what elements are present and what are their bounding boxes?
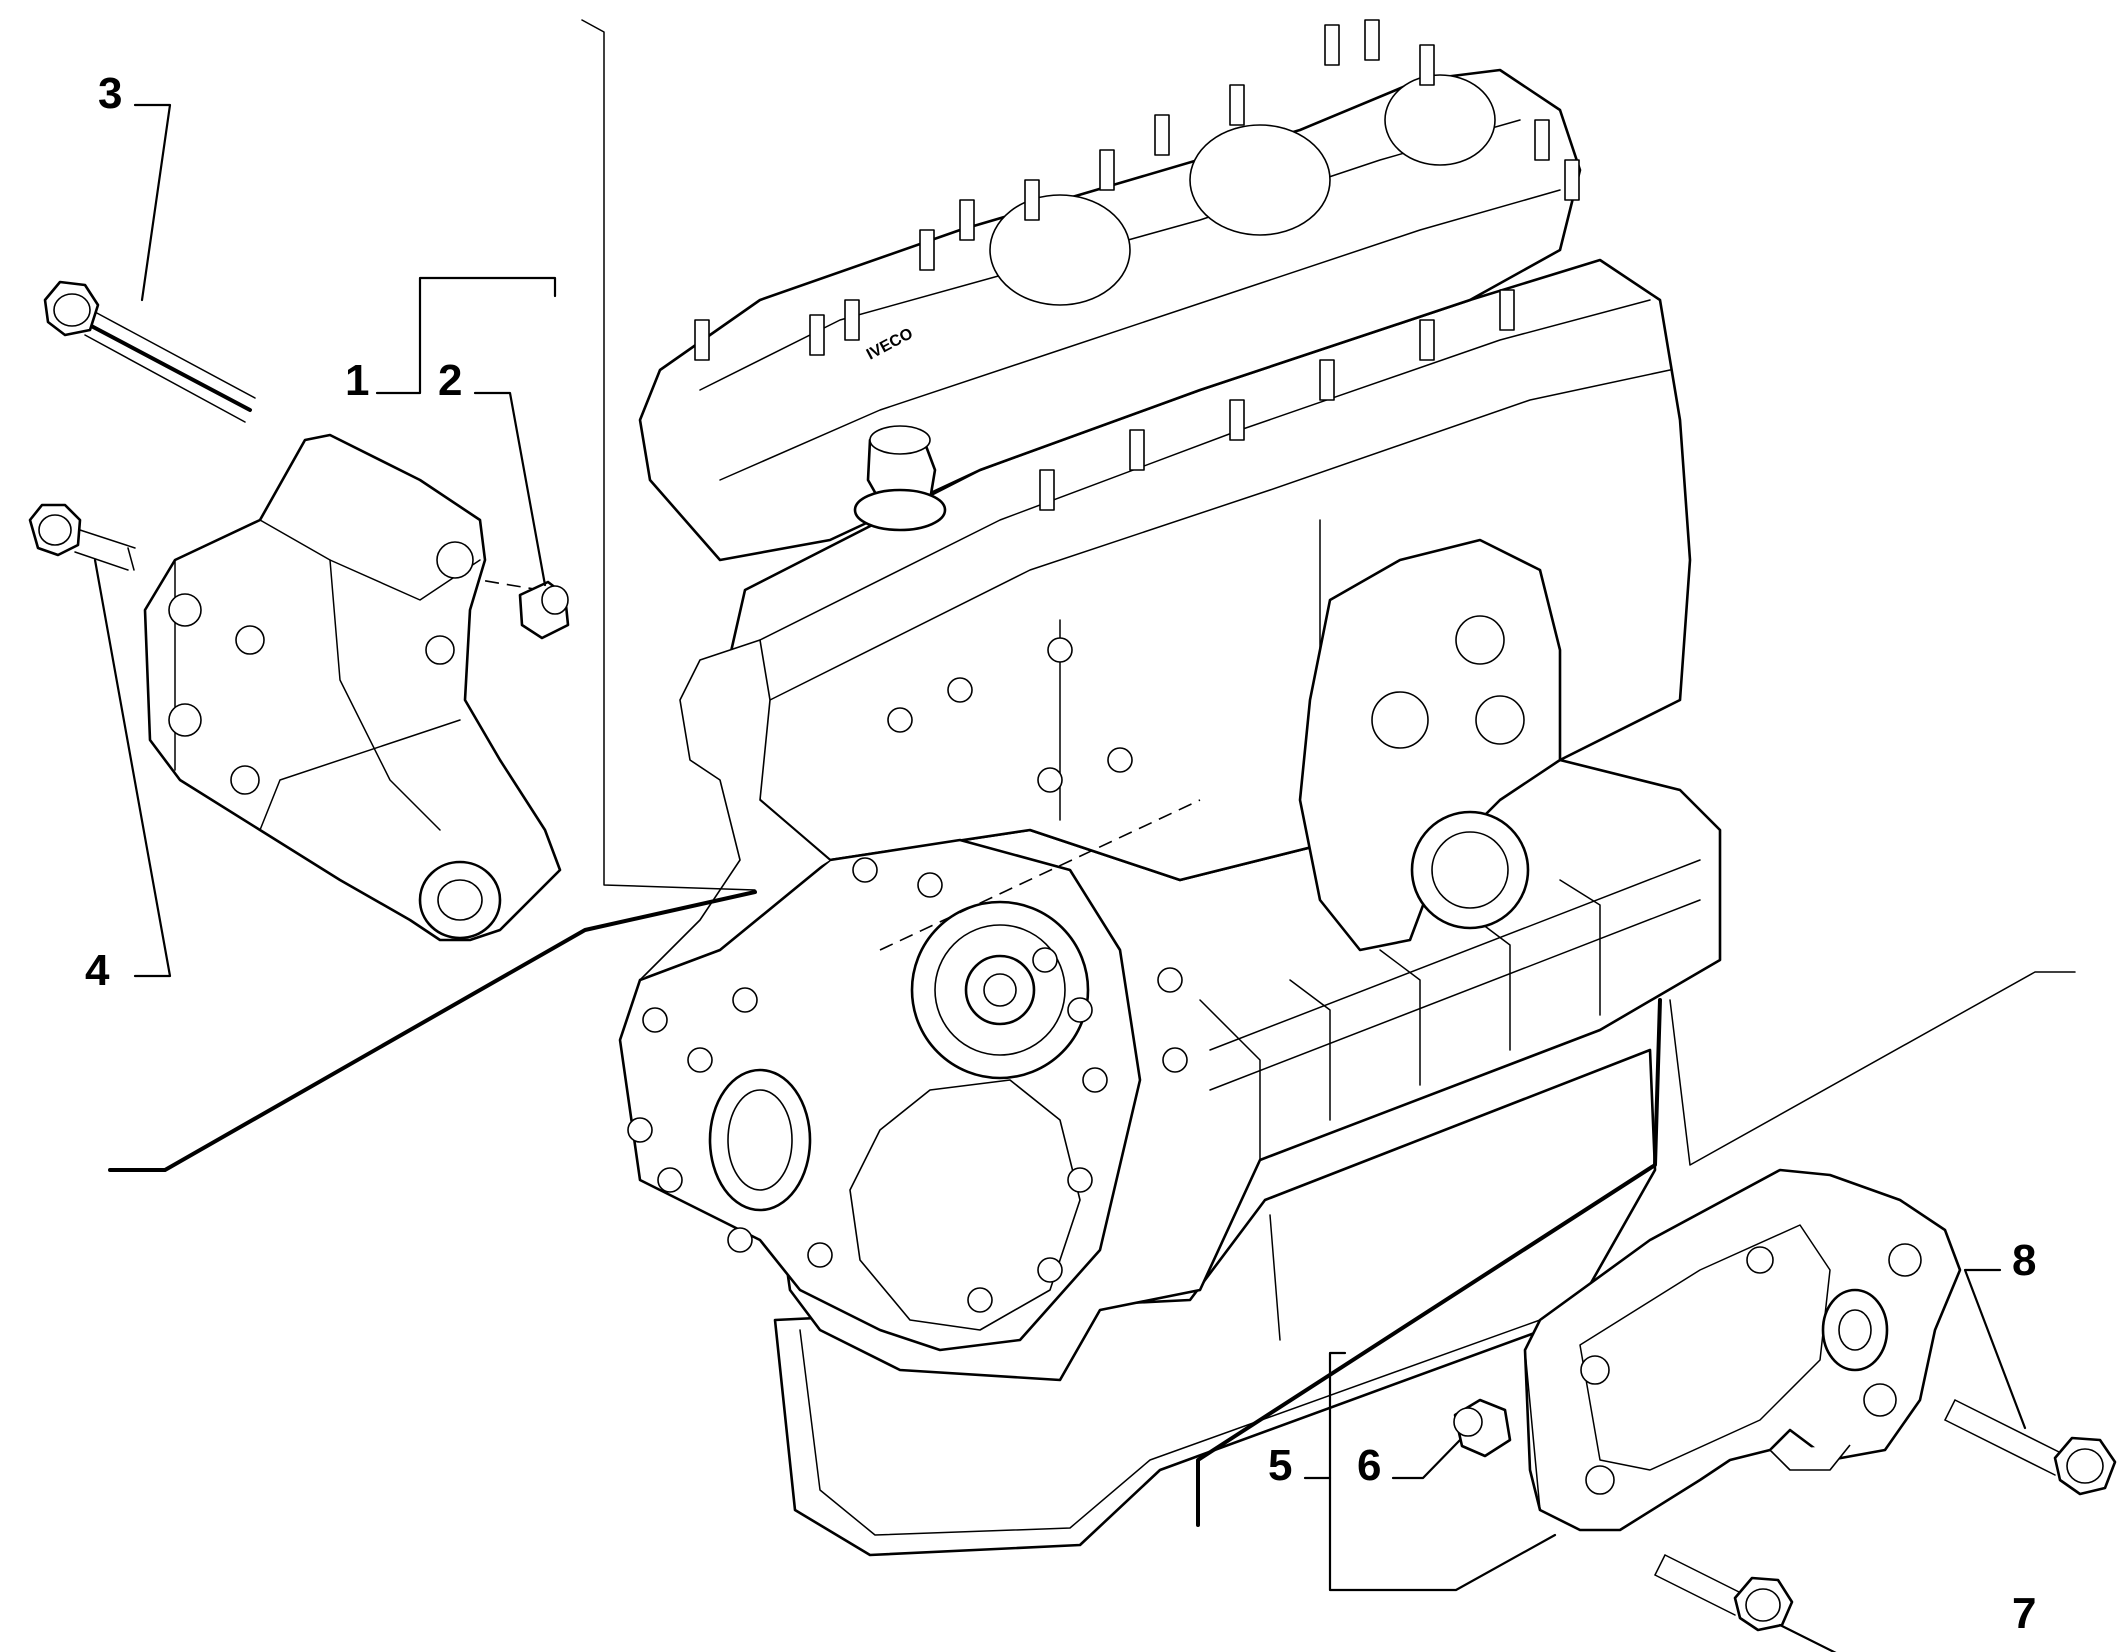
callout-3: 3: [98, 69, 122, 118]
bolt-3: [43, 280, 256, 423]
callout-7: 7: [2012, 1589, 2036, 1638]
grouping-lines: [108, 19, 2076, 1527]
callout-labels: 1 2 3 4 5 6 7 8: [85, 69, 2036, 1638]
bolt-8: [1944, 1399, 2117, 1496]
engine-mount-bracket-right: [1523, 1168, 1962, 1532]
bolt-4: [28, 503, 136, 571]
bushing-2: [518, 580, 570, 640]
water-pump-housing: [1298, 538, 1562, 952]
callout-6: 6: [1357, 1441, 1381, 1490]
callout-1: 1: [345, 356, 369, 405]
callout-5: 5: [1268, 1441, 1292, 1490]
oil-filler-cap: [853, 425, 947, 532]
block-bolt-heads: [627, 637, 1188, 1313]
callout-2: 2: [438, 356, 462, 405]
engine-mount-bracket-left: [143, 433, 562, 942]
callout-8: 8: [2012, 1236, 2036, 1285]
leader-lines: [93, 103, 2027, 1652]
callout-4: 4: [85, 946, 110, 995]
head-studs: [694, 19, 1580, 511]
bolt-7: [1654, 1554, 1794, 1632]
engine-assembly: IVECO: [419, 19, 1722, 1557]
bushing-6: [1453, 1398, 1512, 1458]
